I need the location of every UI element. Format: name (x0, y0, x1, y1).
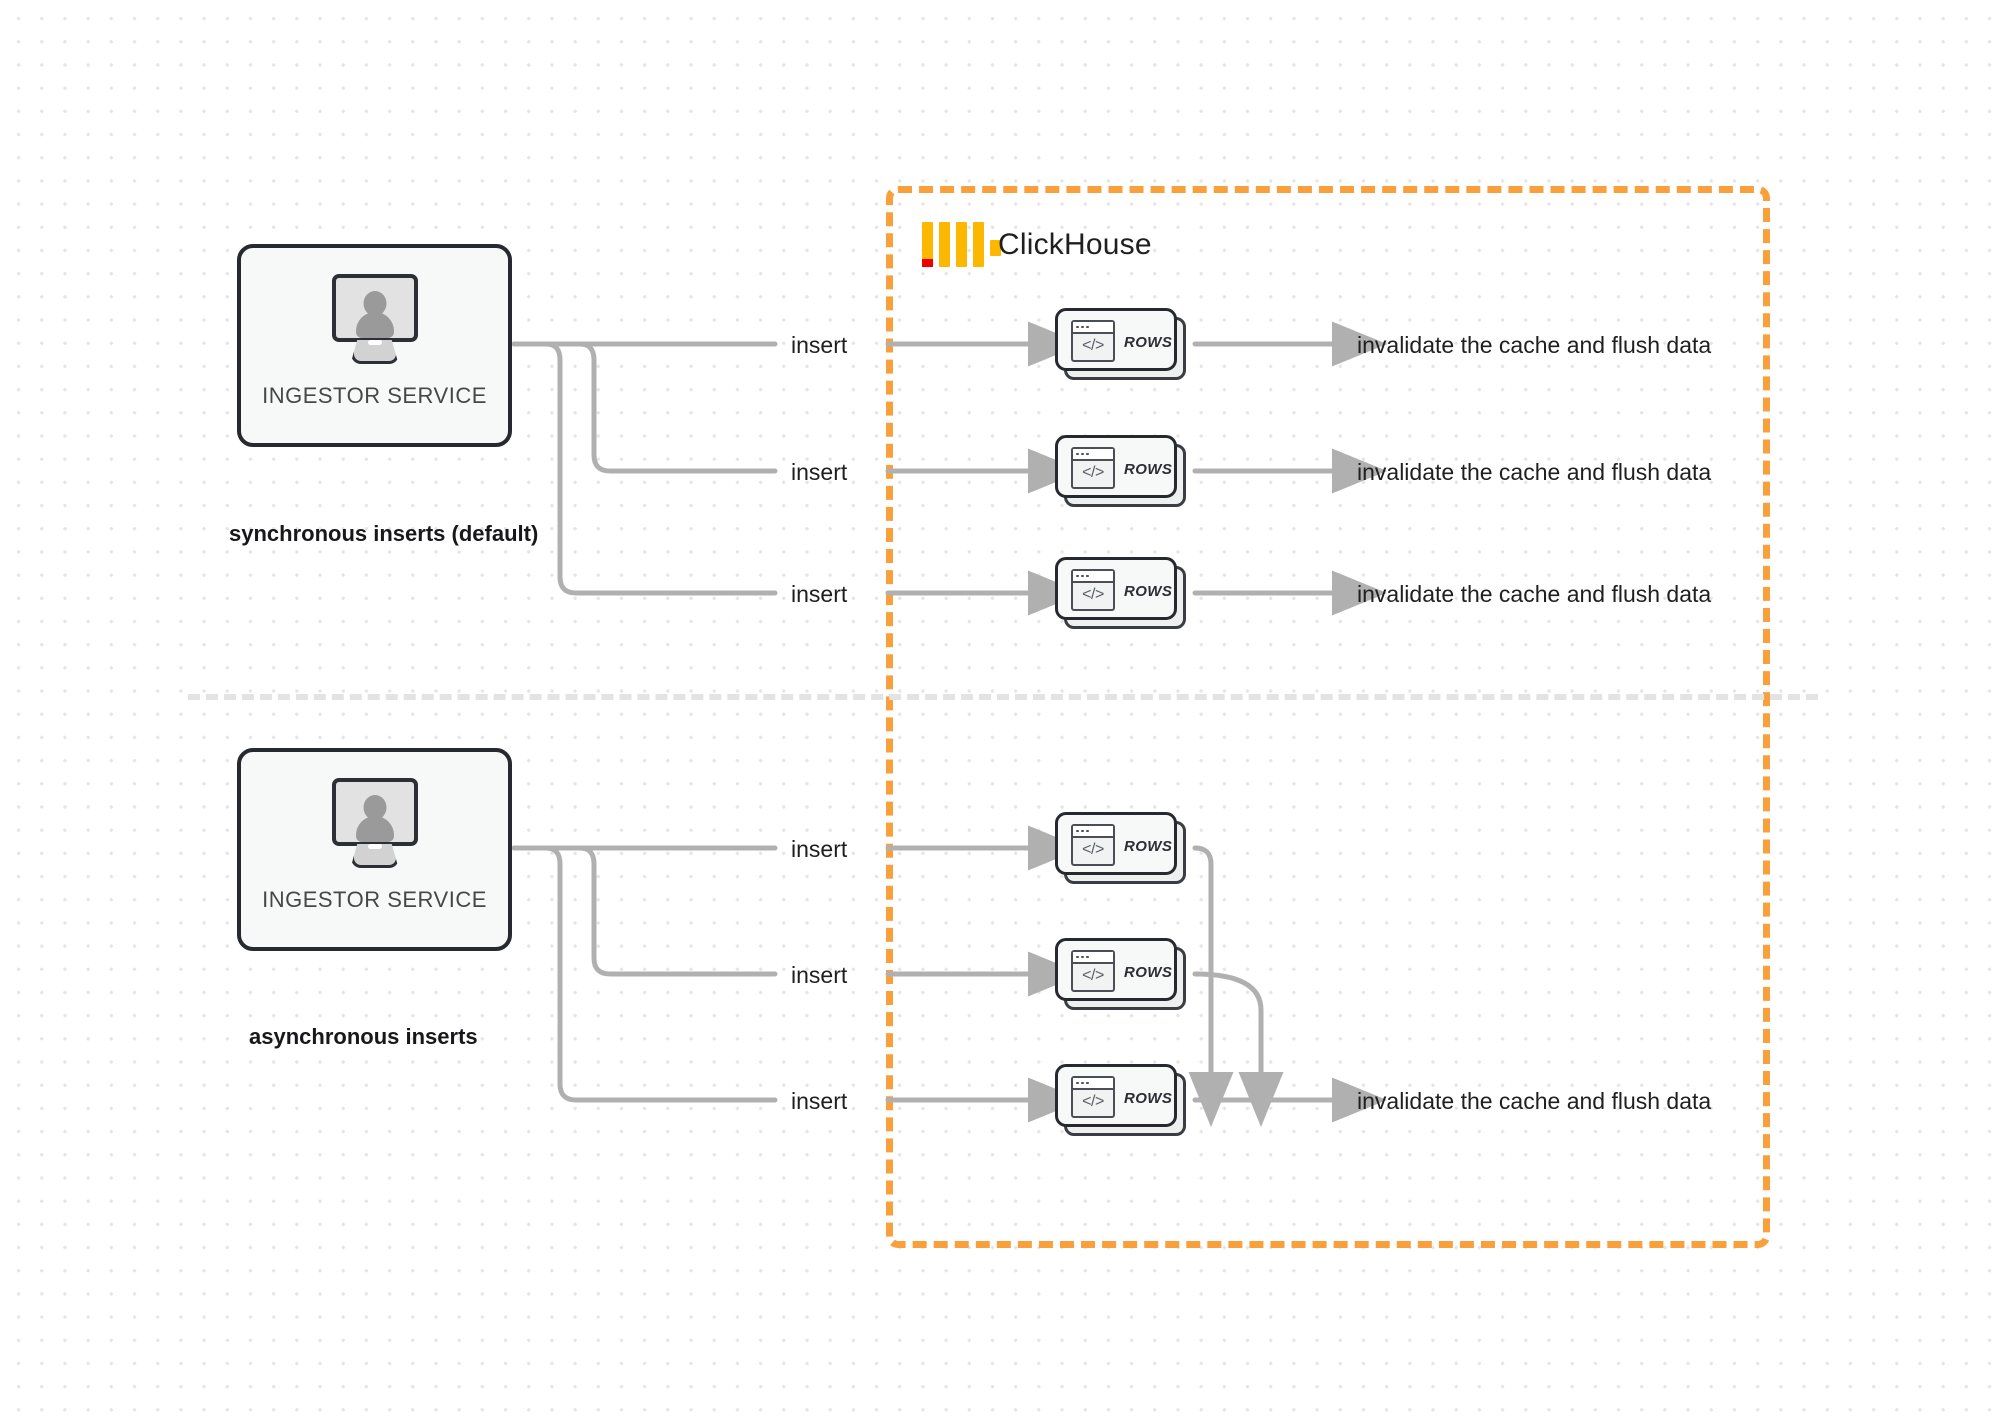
insert-label-async-1: insert (791, 836, 848, 862)
result-label-async-merged: invalidate the cache and flush data (1357, 1088, 1712, 1114)
ingestor-service-label: INGESTOR SERVICE (262, 383, 487, 408)
result-label-sync-2: invalidate the cache and flush data (1357, 459, 1712, 485)
rows-card-front: </> ROWS (1055, 1064, 1177, 1127)
section-divider (188, 694, 1818, 700)
rows-label: ROWS (1124, 838, 1173, 855)
monitor-user-icon (325, 778, 425, 868)
section-caption-synchronous: synchronous inserts (default) (229, 521, 539, 546)
rows-node-sync-1[interactable]: </> ROWS (1055, 308, 1186, 380)
rows-card-front: </> ROWS (1055, 308, 1177, 371)
rows-label: ROWS (1124, 334, 1173, 351)
result-label-sync-3: invalidate the cache and flush data (1357, 581, 1712, 607)
code-window-icon: </> (1071, 824, 1115, 866)
rows-card-front: </> ROWS (1055, 812, 1177, 875)
rows-card-front: </> ROWS (1055, 435, 1177, 498)
code-window-icon: </> (1071, 447, 1115, 489)
rows-node-async-2[interactable]: </> ROWS (1055, 938, 1186, 1010)
clickhouse-title: ClickHouse (998, 228, 1152, 261)
code-window-icon: </> (1071, 569, 1115, 611)
code-window-icon: </> (1071, 320, 1115, 362)
ingestor-service-sync[interactable]: INGESTOR SERVICE (237, 244, 512, 447)
rows-label: ROWS (1124, 1090, 1173, 1107)
code-window-icon: </> (1071, 950, 1115, 992)
rows-node-async-1[interactable]: </> ROWS (1055, 812, 1186, 884)
rows-label: ROWS (1124, 461, 1173, 478)
rows-node-sync-2[interactable]: </> ROWS (1055, 435, 1186, 507)
clickhouse-logo-icon (922, 222, 1001, 267)
rows-label: ROWS (1124, 964, 1173, 981)
rows-card-front: </> ROWS (1055, 938, 1177, 1001)
rows-card-front: </> ROWS (1055, 557, 1177, 620)
ingestor-service-async[interactable]: INGESTOR SERVICE (237, 748, 512, 951)
insert-label-async-3: insert (791, 1088, 848, 1114)
section-caption-asynchronous: asynchronous inserts (249, 1024, 478, 1049)
ingestor-service-label: INGESTOR SERVICE (262, 887, 487, 912)
clickhouse-boundary (886, 186, 1770, 1248)
monitor-user-icon (325, 274, 425, 364)
insert-label-sync-2: insert (791, 459, 848, 485)
result-label-sync-1: invalidate the cache and flush data (1357, 332, 1712, 358)
rows-label: ROWS (1124, 583, 1173, 600)
rows-node-async-3[interactable]: </> ROWS (1055, 1064, 1186, 1136)
code-window-icon: </> (1071, 1076, 1115, 1118)
insert-label-sync-1: insert (791, 332, 848, 358)
insert-label-sync-3: insert (791, 581, 848, 607)
insert-label-async-2: insert (791, 962, 848, 988)
rows-node-sync-3[interactable]: </> ROWS (1055, 557, 1186, 629)
